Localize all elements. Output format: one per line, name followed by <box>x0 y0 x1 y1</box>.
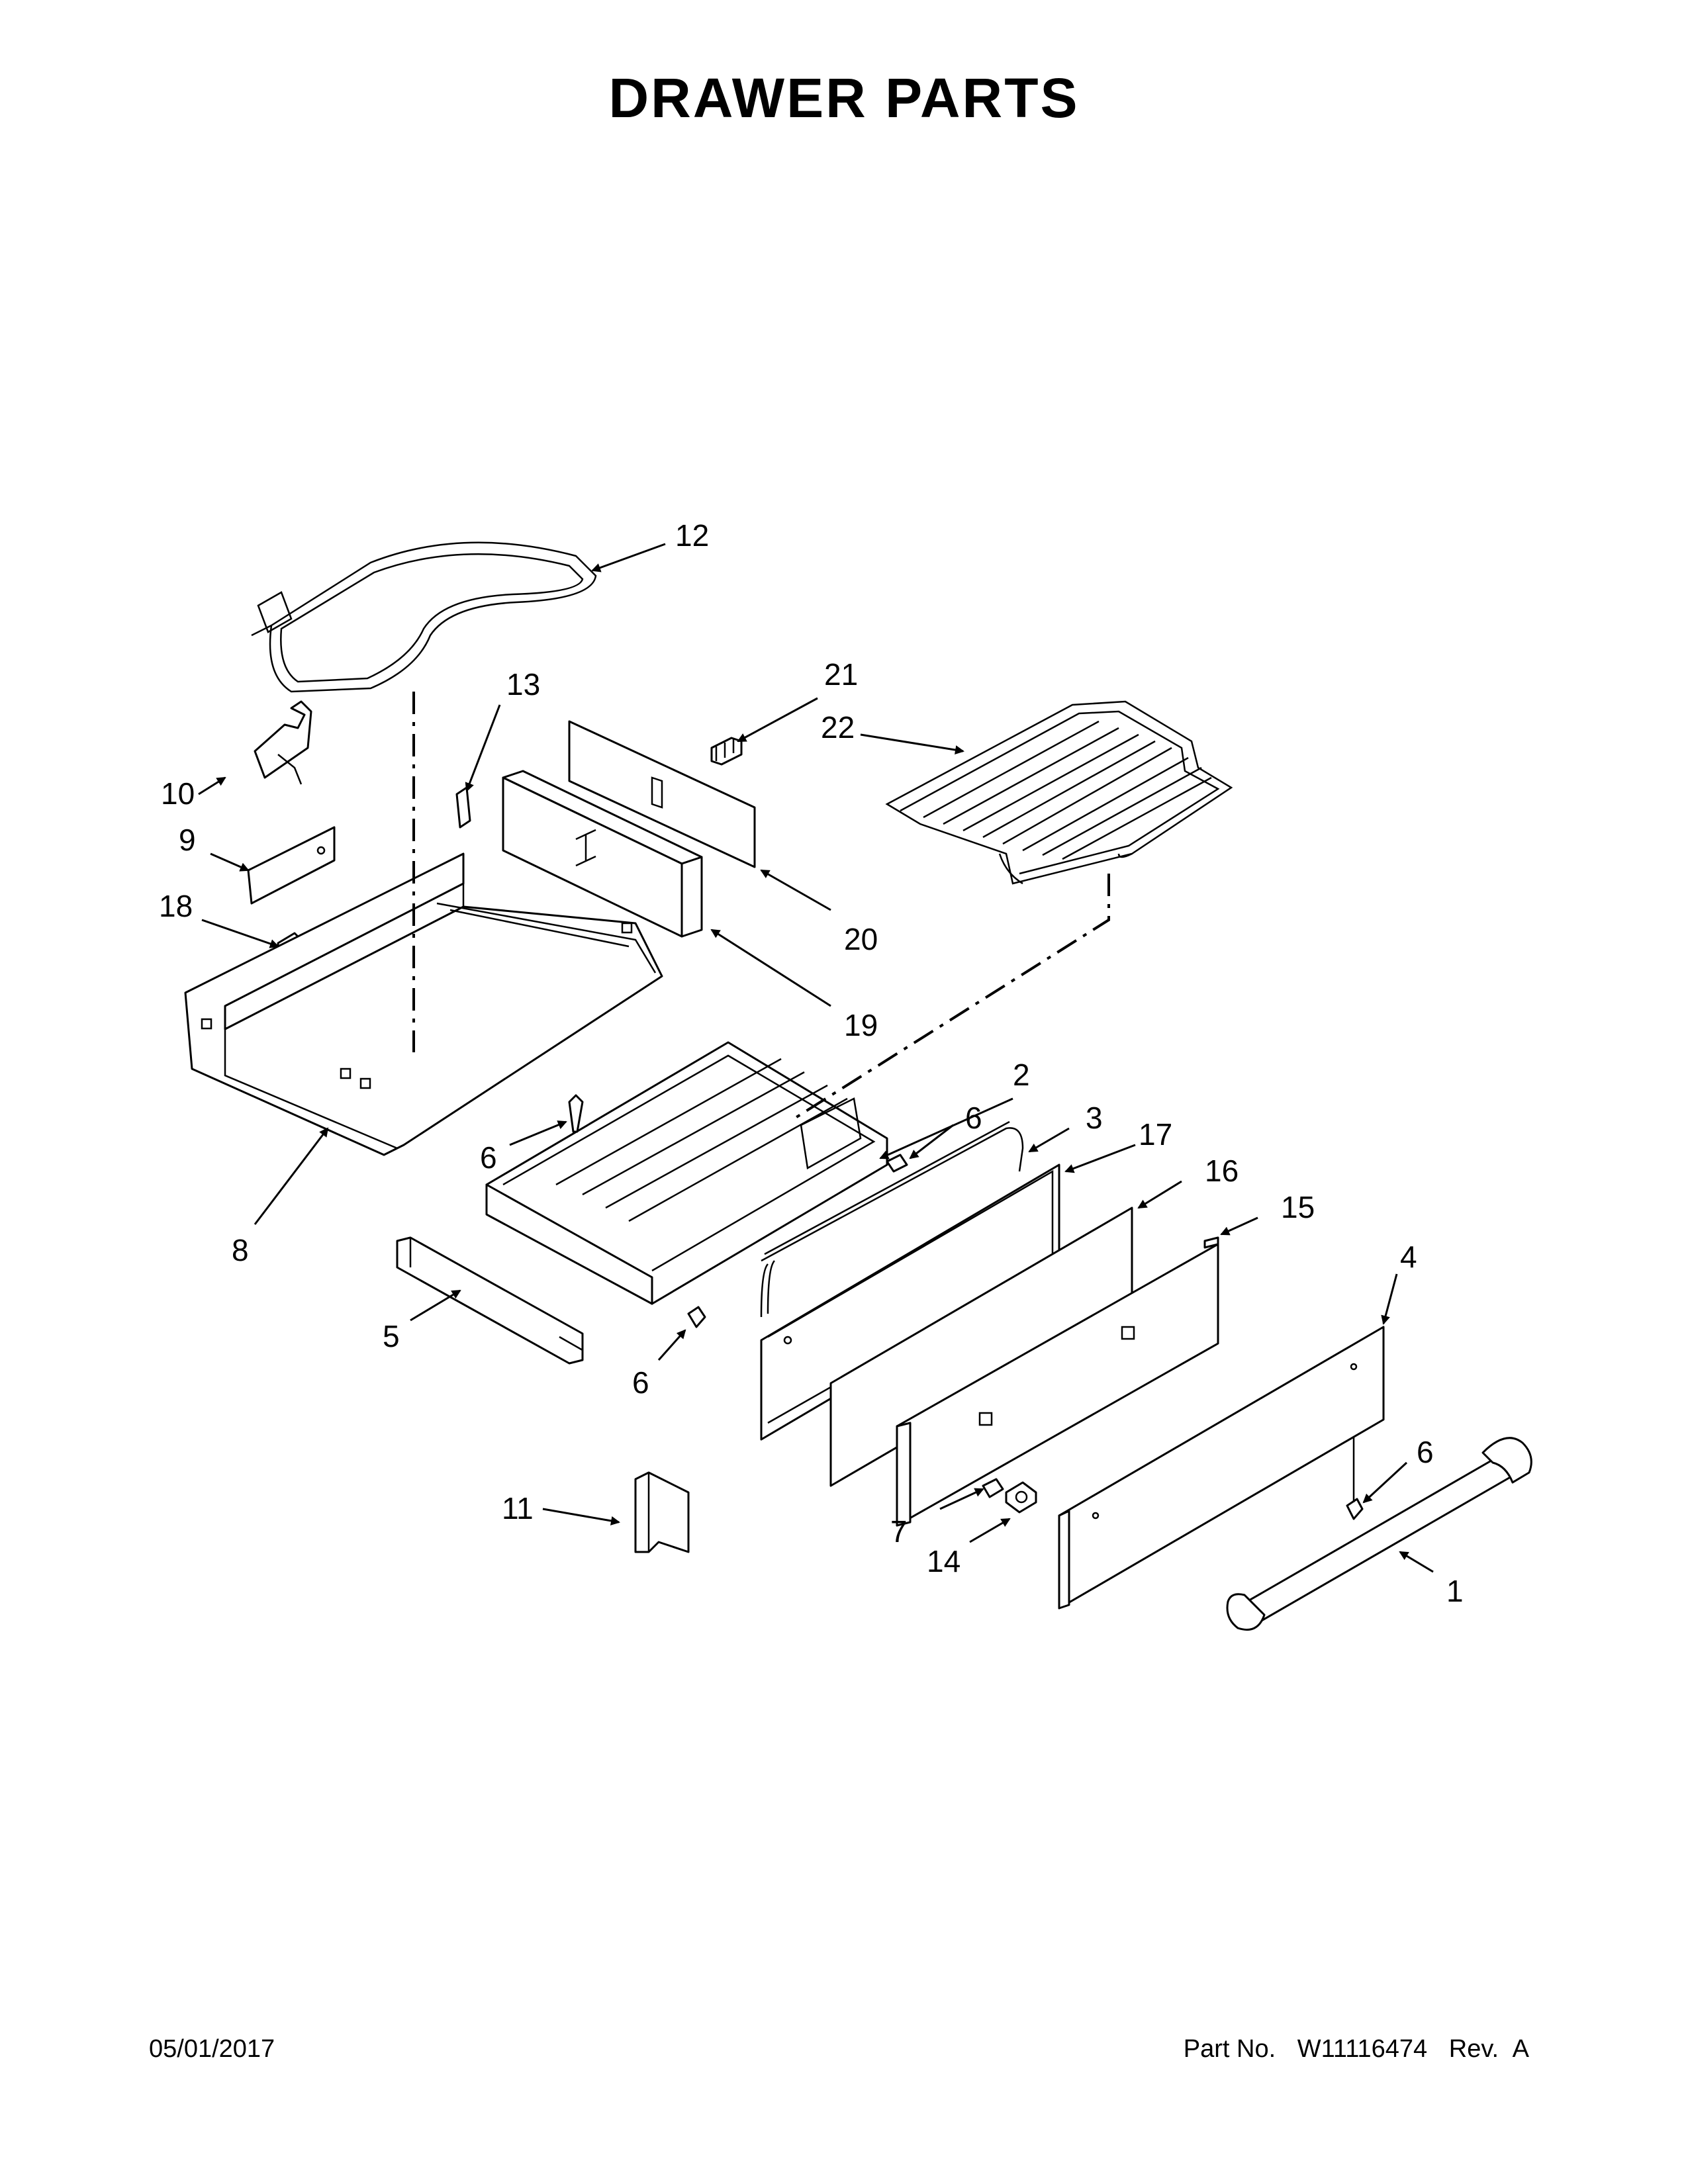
front-panel-4-part[interactable] <box>1058 1326 1385 1610</box>
footer-part-info: Part No. W11116474 Rev. A <box>1184 2035 1529 2064</box>
callout-20: 20 <box>844 922 878 956</box>
callout-18: 18 <box>159 889 193 923</box>
bake-element-part[interactable] <box>251 541 597 693</box>
drawer-housing-part[interactable] <box>184 852 663 1156</box>
callout-6-a: 6 <box>480 1140 497 1175</box>
insulation-block-19-part[interactable] <box>502 770 703 938</box>
callout-7: 7 <box>890 1514 908 1549</box>
rack-22-part[interactable] <box>885 700 1233 885</box>
callout-13: 13 <box>506 667 540 702</box>
bracket-9-part[interactable] <box>247 826 336 905</box>
callout-6-d: 6 <box>1417 1435 1434 1469</box>
panel-15-part[interactable] <box>896 1236 1219 1527</box>
callout-labels: 12 13 21 22 10 9 18 20 19 2 6 6 3 17 16 … <box>159 518 1464 1608</box>
callout-6-b: 6 <box>965 1101 982 1135</box>
callout-10: 10 <box>161 776 195 811</box>
bumper-14-part[interactable] <box>1005 1481 1037 1514</box>
screw-6b-part[interactable] <box>886 1154 908 1173</box>
callout-1: 1 <box>1446 1574 1464 1608</box>
callout-4: 4 <box>1400 1240 1417 1274</box>
centerline-rack <box>793 874 1110 1120</box>
callout-16: 16 <box>1205 1154 1239 1188</box>
revision: A <box>1512 2035 1529 2063</box>
callout-14: 14 <box>927 1544 961 1578</box>
screw-6a-part[interactable] <box>568 1094 584 1133</box>
screw-6c-part[interactable] <box>687 1306 706 1328</box>
slide-rail-part[interactable] <box>396 1236 584 1365</box>
panel-13-part[interactable] <box>455 786 471 829</box>
bracket-10-part[interactable] <box>254 700 312 785</box>
handle-bracket-3-part[interactable] <box>760 1120 1024 1318</box>
callout-3: 3 <box>1086 1101 1103 1135</box>
callout-2: 2 <box>1013 1058 1030 1092</box>
callout-9: 9 <box>179 823 196 857</box>
footer-date: 05/01/2017 <box>149 2035 275 2063</box>
part-number: W11116474 <box>1297 2035 1428 2063</box>
callout-21: 21 <box>824 657 858 692</box>
handle-1-part[interactable] <box>1226 1437 1532 1631</box>
callout-6-c: 6 <box>632 1365 649 1400</box>
revision-label: Rev. <box>1448 2035 1499 2063</box>
callout-8: 8 <box>232 1233 249 1267</box>
callout-19: 19 <box>844 1008 878 1042</box>
leader-lines <box>198 543 1434 1573</box>
screw-6d-part[interactable] <box>1346 1436 1364 1520</box>
callout-15: 15 <box>1281 1190 1315 1224</box>
screw-7-part[interactable] <box>982 1478 1004 1498</box>
part-number-label: Part No. <box>1183 2035 1276 2063</box>
callout-12: 12 <box>675 518 709 553</box>
callout-17: 17 <box>1139 1117 1172 1152</box>
callout-5: 5 <box>383 1319 400 1353</box>
screw-21-part[interactable] <box>710 737 743 766</box>
callout-22: 22 <box>821 710 855 745</box>
drawer-pan-part[interactable] <box>485 1041 888 1305</box>
callout-11: 11 <box>502 1491 534 1525</box>
page-title: DRAWER PARTS <box>608 67 1080 129</box>
shield-20-part[interactable] <box>568 720 756 868</box>
bracket-11-part[interactable] <box>634 1471 690 1553</box>
